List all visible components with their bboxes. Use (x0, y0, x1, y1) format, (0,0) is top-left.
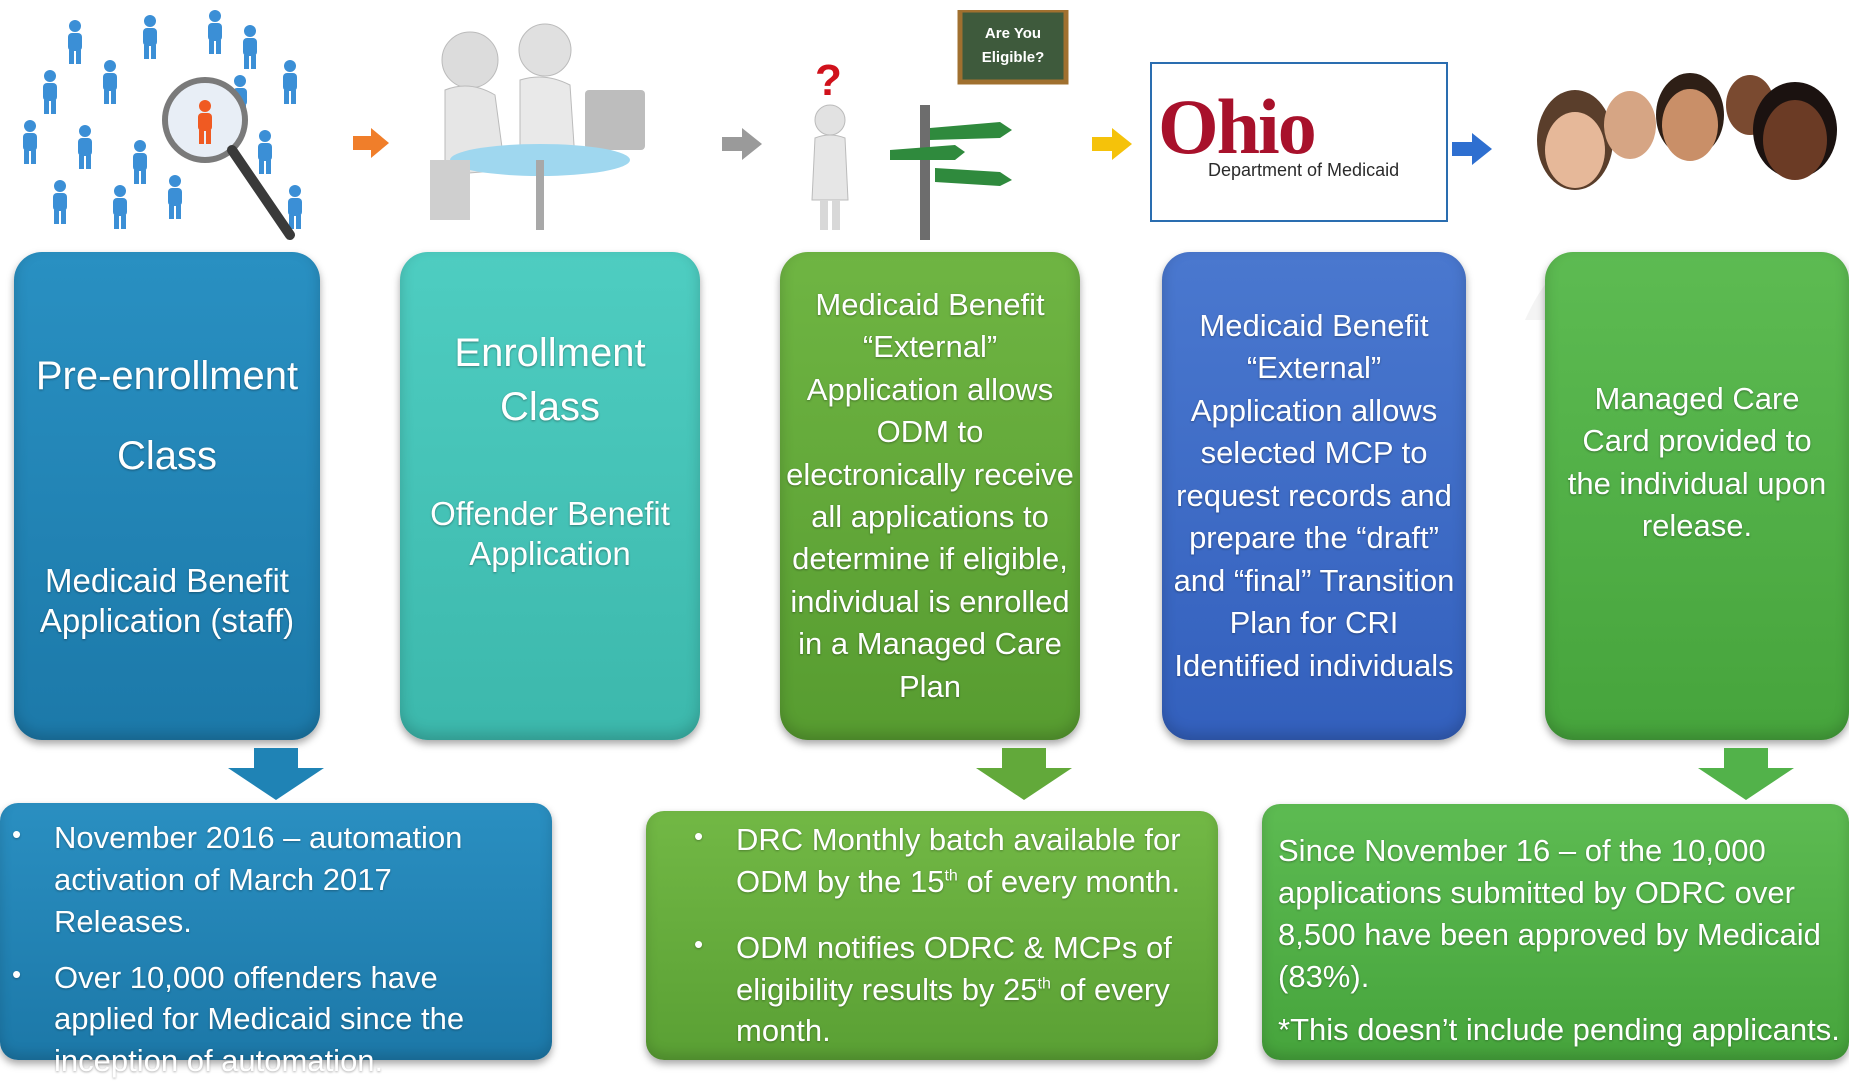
arrow-right-icon (722, 128, 762, 160)
arrow-right-icon (353, 128, 389, 158)
step-subtitle: Medicaid Benefit Application (staff) (39, 561, 295, 639)
step-odm-eligibility: Medicaid Benefit “External” Application … (780, 252, 1080, 740)
note-list: November 2016 – automation activation of… (4, 817, 536, 1082)
note-automation: November 2016 – automation activation of… (0, 803, 552, 1078)
step-pre-enrollment: Pre-enrollment Class Medicaid Benefit Ap… (14, 252, 320, 740)
step-title: Pre-enrollment (35, 353, 299, 398)
step-title: Enrollment (454, 331, 646, 375)
ohio-logo-word: Ohio (1158, 83, 1317, 170)
arrow-down-icon (976, 748, 1072, 800)
eligibility-signpost-icon: ? Are You Eligible? (790, 10, 1070, 240)
step-subtitle: Offender Benefit Application (430, 495, 670, 573)
step-managed-care-card: Managed Care Card provided to the indivi… (1545, 252, 1849, 740)
note-item: DRC Monthly batch available for ODM by t… (694, 819, 1202, 903)
note-paragraph: Since November 16 – of the 10,000 applic… (1278, 833, 1821, 994)
people-search-icon (0, 0, 330, 240)
step-enrollment: Enrollment Class Offender Benefit Applic… (400, 252, 700, 740)
note-item: ODM notifies ODRC & MCPs of eligibility … (694, 927, 1202, 1053)
note-footnote: *This doesn’t include pending applicants… (1278, 1012, 1840, 1048)
note-item: November 2016 – automation activation of… (12, 817, 536, 943)
arrow-down-icon (228, 748, 324, 800)
arrow-right-icon (1092, 128, 1132, 160)
note-item: Over 10,000 offenders have applied for M… (12, 957, 536, 1082)
step-mcp-transition: Medicaid Benefit “External” Application … (1162, 252, 1466, 740)
enrollment-figures-icon (410, 10, 670, 240)
svg-text:Eligible?: Eligible? (982, 49, 1045, 66)
step-body: Medicaid Benefit “External” Application … (1173, 307, 1455, 683)
question-mark-icon: ? (815, 56, 842, 105)
note-approval-stats: Since November 16 – of the 10,000 applic… (1262, 804, 1849, 1060)
note-list: DRC Monthly batch available for ODM by t… (686, 819, 1202, 1052)
ohio-medicaid-logo: Ohio Department of Medicaid (1150, 62, 1448, 222)
step-title-line2: Class (499, 385, 601, 429)
step-title-line2: Class (116, 433, 218, 478)
ohio-logo-subtitle: Department of Medicaid (1208, 160, 1400, 180)
svg-text:Are You: Are You (985, 25, 1041, 42)
step-body: Medicaid Benefit “External” Application … (786, 286, 1074, 704)
note-monthly-batch: DRC Monthly batch available for ODM by t… (646, 811, 1218, 1060)
arrow-down-icon (1698, 748, 1794, 800)
step-body: Managed Care Card provided to the indivi… (1567, 381, 1827, 544)
arrow-right-icon (1452, 133, 1492, 165)
